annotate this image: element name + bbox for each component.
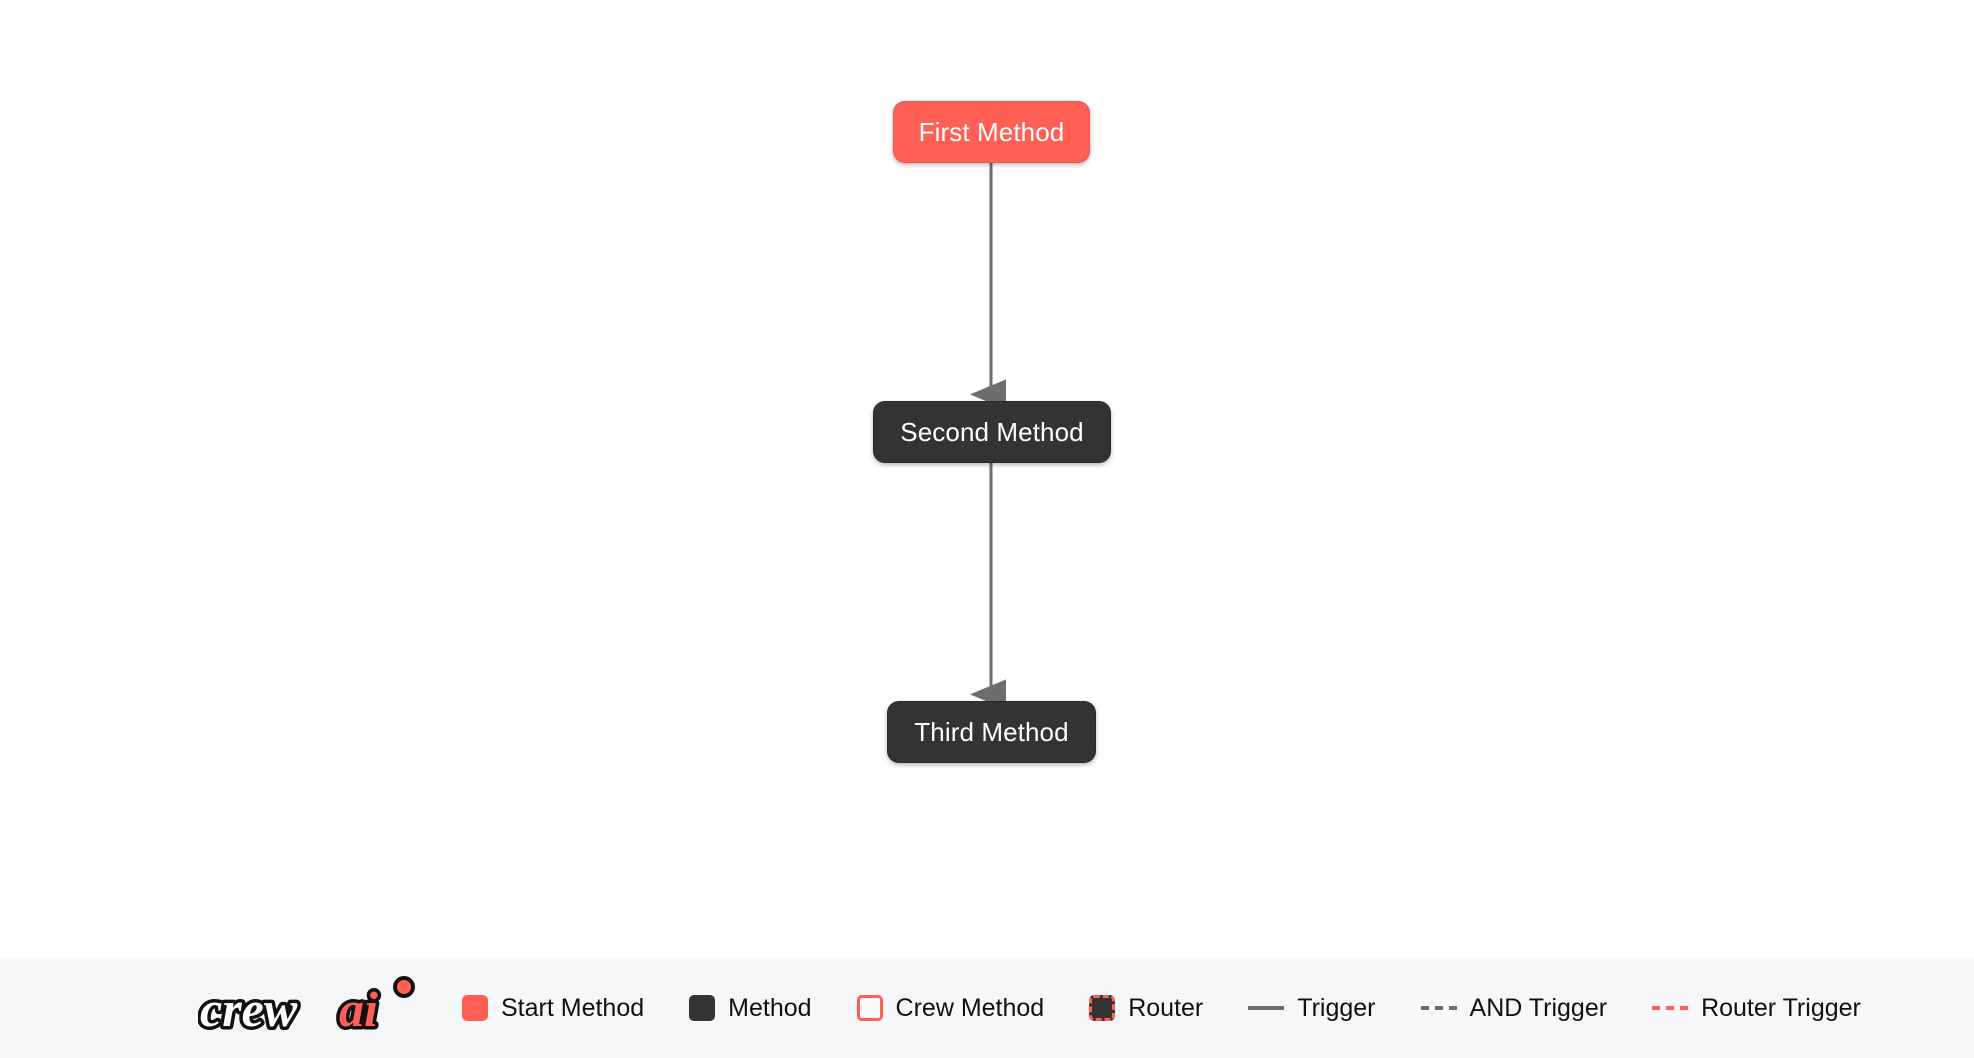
legend-item-trigger: Trigger — [1248, 993, 1376, 1022]
legend-label: Method — [728, 993, 812, 1022]
legend-line-router-trigger — [1652, 1006, 1689, 1010]
flow-node-label: Second Method — [900, 417, 1084, 447]
svg-text:ai: ai — [339, 981, 378, 1037]
legend-bar: crew ai Start Method Method Crew Method Rou… — [0, 958, 1974, 1058]
legend-items: Start Method Method Crew Method Router Trigg… — [462, 995, 1861, 1021]
legend-swatch-crew-method — [856, 995, 883, 1021]
legend-item-start-method: Start Method — [462, 995, 644, 1021]
legend-label: Trigger — [1297, 993, 1376, 1022]
legend-label: Router Trigger — [1701, 993, 1861, 1022]
flow-node-label: First Method — [918, 117, 1065, 147]
legend-swatch-method — [689, 995, 716, 1021]
legend-label: Router — [1128, 993, 1204, 1022]
flow-node-third-method[interactable]: Third Method — [887, 701, 1096, 763]
legend-label: AND Trigger — [1469, 993, 1608, 1022]
legend-swatch-router — [1089, 995, 1116, 1021]
legend-line-and-trigger — [1420, 1006, 1457, 1010]
legend-swatch-start-method — [462, 995, 488, 1021]
crewai-logo-icon: crew ai — [198, 976, 415, 1041]
legend-item-crew-method: Crew Method — [856, 993, 1045, 1022]
flow-node-label: Third Method — [914, 717, 1069, 747]
legend-item-and-trigger: AND Trigger — [1420, 993, 1608, 1022]
legend-item-router-trigger: Router Trigger — [1652, 993, 1861, 1022]
svg-text:crew: crew — [200, 981, 298, 1037]
flow-node-second-method[interactable]: Second Method — [873, 401, 1111, 463]
legend-item-router: Router — [1089, 995, 1203, 1021]
flow-node-first-method[interactable]: First Method — [893, 101, 1090, 163]
legend-line-trigger — [1248, 1006, 1285, 1010]
legend-label: Start Method — [501, 993, 645, 1022]
legend-item-method: Method — [689, 993, 812, 1022]
legend-label: Crew Method — [895, 993, 1045, 1022]
